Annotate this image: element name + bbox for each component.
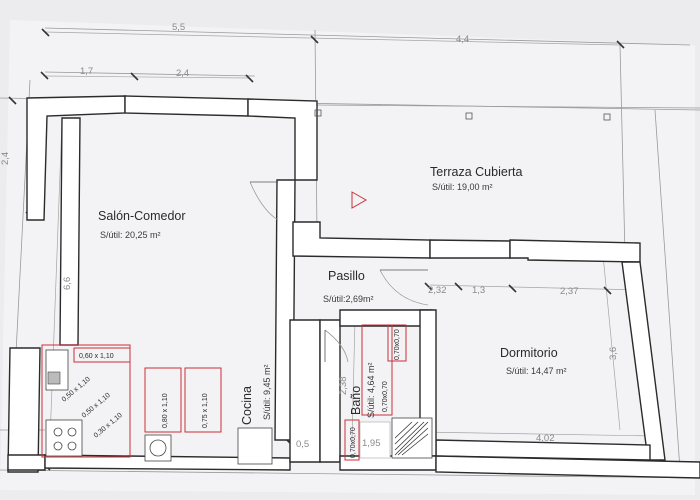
door-swings — [249, 181, 429, 363]
fixture-b1: 0,70x0,70 — [394, 329, 401, 360]
dim-pasillo-a: 2,32 — [428, 285, 447, 296]
bano-area: S/útil: 4,64 m² — [366, 362, 376, 418]
dormitorio-name: Dormitorio — [500, 346, 558, 360]
dormitorio-area: S/útil: 14,47 m² — [506, 366, 567, 376]
dim-bano-bottom: 0,5 — [296, 439, 309, 450]
drawing-area — [0, 20, 695, 495]
dim-sub-b: 2,4 — [176, 68, 189, 79]
fixture-b2: 0,70x0,70 — [382, 381, 389, 412]
pasillo-name: Pasillo — [328, 269, 365, 283]
north-arrow-icon — [351, 191, 368, 209]
dim-left-side: 2,4 — [0, 152, 11, 165]
dim-top-right: 4,4 — [456, 34, 469, 45]
dim-dormitorio-height: 3,6 — [608, 347, 619, 360]
cocina-name: Cocina — [240, 386, 254, 425]
dim-bano-fixture: 1,95 — [362, 438, 381, 449]
bano-name: Baño — [349, 386, 363, 415]
fixture-k5: 0,80 x 1,10 — [162, 393, 169, 428]
fixture-b3: 0,70x0,70 — [350, 427, 357, 458]
dim-dormitorio-top: 2,37 — [560, 286, 579, 297]
dim-pasillo-b: 1,3 — [472, 285, 485, 296]
dim-top-left: 5,5 — [172, 22, 185, 33]
terraza-name: Terraza Cubierta — [430, 165, 522, 179]
fixture-k6: 0,75 x 1,10 — [202, 393, 209, 428]
dim-bano-height: 2,38 — [338, 377, 349, 396]
dimension-labels: 5,5 4,4 1,7 2,4 2,4 6,6 2,32 1,3 2,37 3,… — [0, 22, 619, 450]
kitchen-fixtures — [41, 344, 273, 465]
terrace-markers — [314, 109, 611, 209]
pasillo-area: S/útil:2,69m² — [323, 294, 374, 304]
room-labels: Salón-Comedor S/útil: 20,25 m² Terraza C… — [98, 165, 567, 425]
fixture-k1: 0,60 x 1,10 — [79, 353, 114, 360]
cocina-area: S/útil: 9,45 m² — [262, 364, 272, 420]
bathroom-fixtures — [344, 324, 433, 461]
salon-area: S/útil: 20,25 m² — [100, 230, 161, 240]
dim-dormitorio-bottom: 4,02 — [536, 433, 555, 444]
salon-name: Salón-Comedor — [98, 209, 186, 223]
dim-sub-a: 1,7 — [80, 66, 93, 77]
dim-salon-height: 6,6 — [62, 277, 73, 290]
walls — [7, 95, 700, 479]
terraza-area: S/útil: 19,00 m² — [432, 182, 493, 192]
